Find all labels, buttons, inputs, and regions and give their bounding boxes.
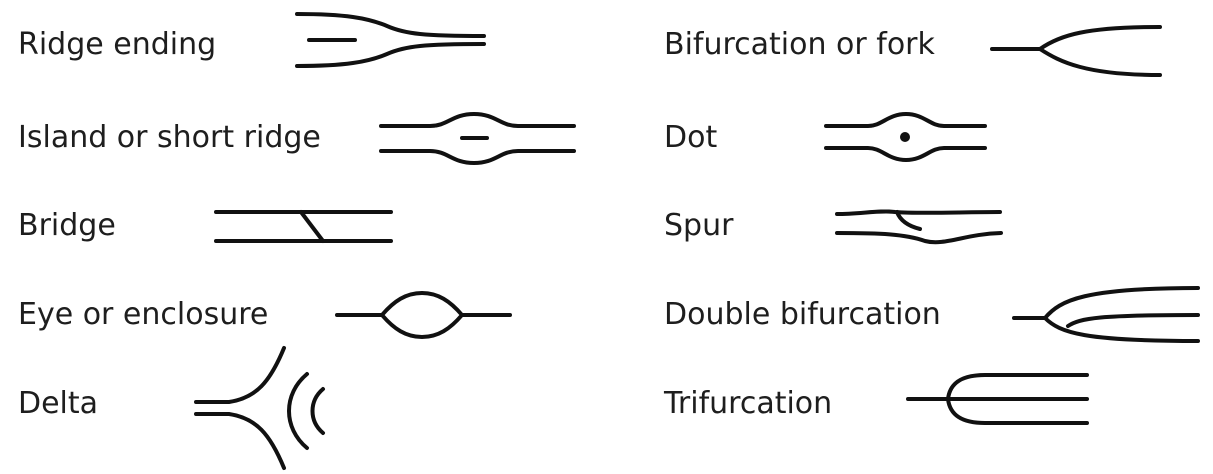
ridge-ending-bottom-ridge (295, 42, 486, 68)
double-bifurcation-top-branch (1043, 286, 1200, 320)
label-dot: Dot (664, 120, 718, 155)
label-double-bifurcation: Double bifurcation (664, 297, 941, 332)
dot-glyph (824, 112, 987, 162)
trifurcation-bottom-branch (946, 397, 1089, 425)
trifurcation-top-branch (946, 373, 1089, 401)
bifurcation-glyph (990, 25, 1162, 77)
double-bifurcation-second-fork (1066, 313, 1200, 328)
bifurcation-upper-branch (1038, 25, 1162, 51)
eye-enclosure (380, 291, 464, 339)
eye-glyph (335, 291, 512, 339)
island-top-ridge (379, 112, 576, 128)
island-glyph (379, 112, 576, 165)
delta-inner-arc-1 (287, 372, 309, 450)
label-spur: Spur (664, 208, 734, 243)
ridge-ending-glyph (295, 12, 486, 68)
label-trifurcation: Trifurcation (664, 386, 833, 421)
dot-bottom-ridge (824, 146, 987, 162)
label-ridge-ending: Ridge ending (18, 27, 217, 62)
double-bifurcation-bottom-branch (1043, 316, 1200, 343)
bridge-glyph (214, 210, 393, 243)
island-bottom-ridge (379, 149, 576, 165)
bifurcation-lower-branch (1038, 47, 1162, 77)
delta-top-ridge (194, 346, 286, 404)
ridge-ending-top-ridge (295, 12, 486, 38)
spur-bottom-ridge (835, 231, 1003, 245)
delta-inner-arc-2 (310, 387, 325, 435)
spur-glyph (835, 209, 1003, 245)
trifurcation-glyph (906, 373, 1089, 425)
spur-branch (895, 210, 922, 231)
delta-bottom-ridge (194, 412, 286, 470)
dot-top-ridge (824, 112, 987, 128)
label-eye: Eye or enclosure (18, 297, 269, 332)
label-bridge: Bridge (18, 208, 116, 243)
delta-glyph (194, 346, 325, 470)
label-delta: Delta (18, 386, 99, 421)
dot-mark (900, 132, 910, 142)
double-bifurcation-glyph (1012, 286, 1200, 343)
spur-top-ridge (835, 209, 1002, 216)
label-island: Island or short ridge (18, 120, 321, 155)
bridge-connector (299, 210, 325, 243)
label-bifurcation: Bifurcation or fork (664, 27, 935, 62)
